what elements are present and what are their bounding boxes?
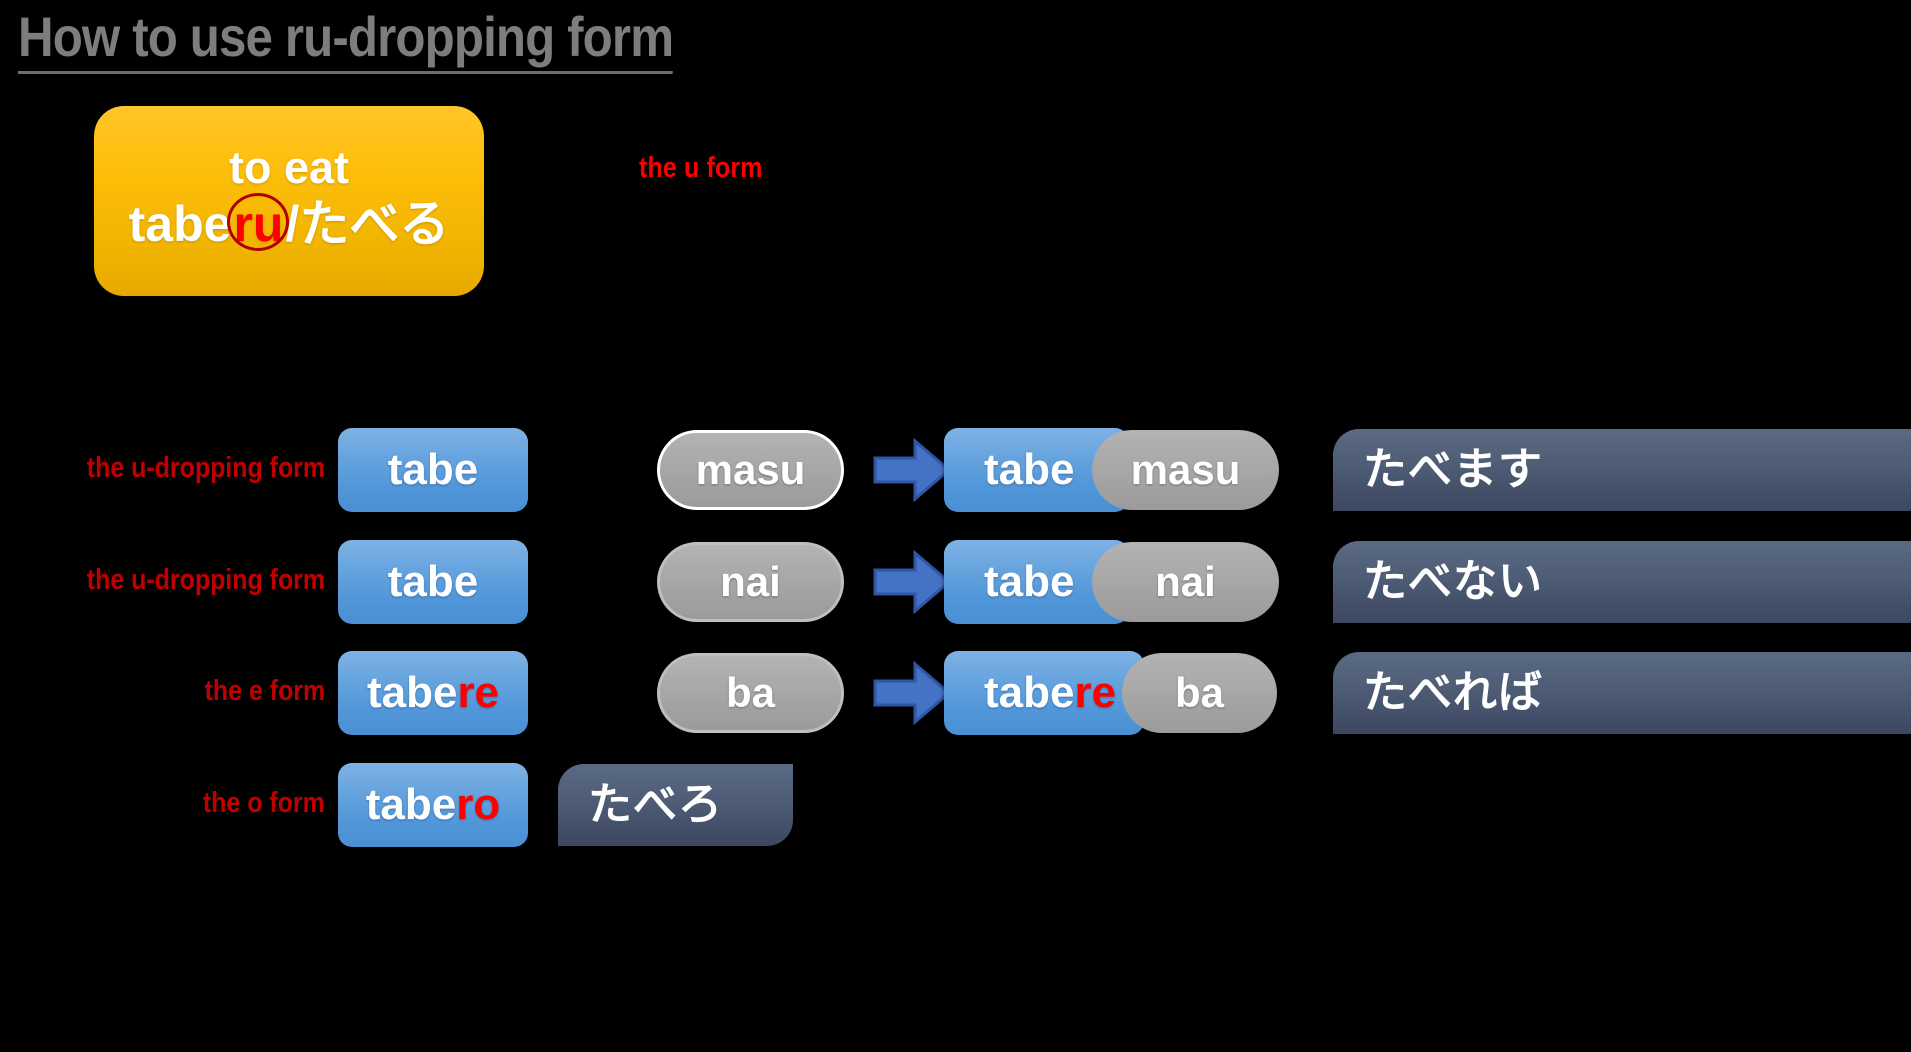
suffix-pill-1[interactable]: nai (657, 542, 844, 622)
result-stem-text-0: tabe (984, 445, 1075, 494)
stem-box-3[interactable]: tabero (338, 763, 528, 847)
kana-result-box-2[interactable]: たべれば (1333, 652, 1911, 734)
result-stem-text-1: tabe (984, 557, 1075, 606)
row-label-2: the e form (204, 675, 325, 707)
result-stem-suffix-2: re (1074, 668, 1117, 717)
suffix-text-1: nai (720, 558, 781, 605)
result-suffix-text-1: nai (1155, 558, 1216, 605)
kana-result-text-0: たべます (1363, 444, 1543, 495)
result-suffix-text-0: masu (1130, 446, 1241, 493)
stem-suffix-2: re (457, 668, 500, 717)
stem-text-1: tabe (387, 557, 479, 606)
kana-result-text-3: たべろ (588, 779, 723, 830)
suffix-text-2: ba (725, 669, 775, 716)
kana-result-text-1: たべない (1363, 556, 1543, 607)
arrow-right-icon-0 (873, 437, 952, 503)
result-stem-box-2[interactable]: tabere (944, 651, 1144, 735)
arrow-right-icon-1 (873, 549, 952, 615)
kana-result-text-2: たべれば (1363, 667, 1543, 718)
result-stem-text-2: tabere (984, 668, 1117, 717)
row-label-0: the u-dropping form (86, 452, 325, 484)
verb-separator: / (285, 195, 300, 252)
annotation-u-form: the u form (639, 152, 763, 184)
result-suffix-pill-2[interactable]: ba (1122, 653, 1277, 733)
suffix-pill-2[interactable]: ba (657, 653, 844, 733)
result-suffix-text-2: ba (1174, 669, 1224, 716)
suffix-pill-0[interactable]: masu (657, 430, 844, 510)
row-label-3: the o form (203, 787, 325, 819)
verb-kana: たべる (299, 195, 450, 252)
stem-box-1[interactable]: tabe (338, 540, 528, 624)
stem-box-0[interactable]: tabe (338, 428, 528, 512)
stem-box-2[interactable]: tabere (338, 651, 528, 735)
result-stem-box-0[interactable]: tabe (944, 428, 1129, 512)
stem-text-3: tabero (365, 780, 501, 829)
kana-result-box-0[interactable]: たべます (1333, 429, 1911, 511)
suffix-text-0: masu (695, 446, 806, 493)
verb-meaning: to eat (228, 142, 349, 194)
stem-text-2: tabere (366, 668, 500, 717)
kana-result-box-3[interactable]: たべろ (558, 764, 793, 846)
result-suffix-pill-0[interactable]: masu (1092, 430, 1279, 510)
page-title: How to use ru-dropping form (18, 7, 674, 74)
stem-text-0: tabe (387, 445, 479, 494)
verb-romaji-ending-circled: ru (227, 192, 290, 252)
result-suffix-pill-1[interactable]: nai (1092, 542, 1279, 622)
row-label-1: the u-dropping form (86, 564, 325, 596)
verb-romaji-stem: tabe (128, 195, 232, 252)
kana-result-box-1[interactable]: たべない (1333, 541, 1911, 623)
stem-suffix-3: ro (456, 780, 501, 829)
arrow-right-icon-2 (873, 660, 952, 726)
